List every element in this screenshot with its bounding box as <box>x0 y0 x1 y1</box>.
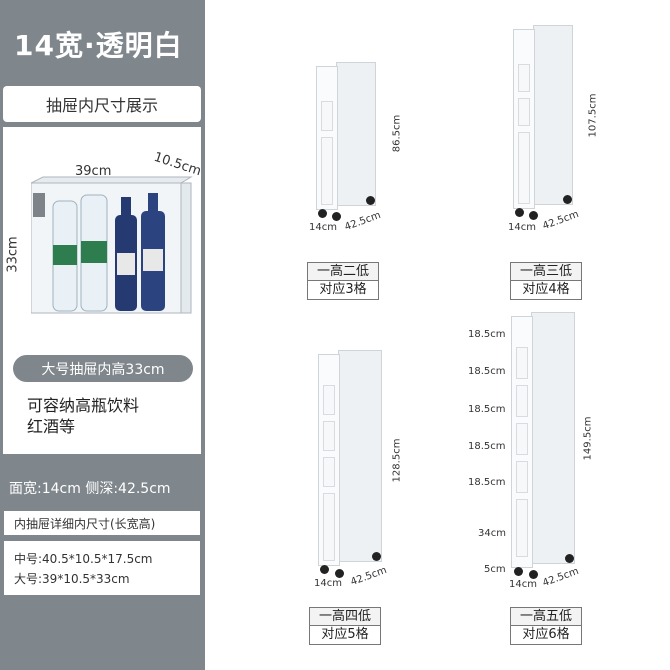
tier-label: 34cm <box>478 528 506 539</box>
height-label: 107.5cm <box>587 93 599 138</box>
left-panel: 14宽·透明白 抽屉内尺寸展示 39cm 10.5cm 33cm 大号抽屉内高3… <box>0 0 205 670</box>
drawer <box>323 493 335 561</box>
wheel <box>372 552 381 561</box>
tag-bottom: 对应6格 <box>522 627 570 642</box>
detail-title: 内抽屉详细内尺寸(长宽高) <box>4 511 200 535</box>
wheel <box>529 570 538 579</box>
unit-tag: 一高三低 对应4格 <box>510 262 582 300</box>
wheel <box>366 196 375 205</box>
drawer-height-pill: 大号抽屉内高33cm <box>13 355 193 382</box>
wheel <box>318 209 327 218</box>
drawer-height-label: 33cm <box>5 236 21 273</box>
tier-label: 18.5cm <box>468 366 506 377</box>
depth-label: 42.5cm <box>349 564 389 589</box>
tag-top: 一高二低 <box>308 263 378 281</box>
tag-bottom: 对应4格 <box>522 282 570 297</box>
width-label: 14cm <box>309 222 337 233</box>
drawer <box>516 385 528 417</box>
unit-tag: 一高二低 对应3格 <box>307 262 379 300</box>
tag-top: 一高三低 <box>511 263 581 281</box>
drawer-caption: 可容纳高瓶饮料 红酒等 <box>27 395 139 437</box>
width-label: 14cm <box>314 578 342 589</box>
drawer <box>516 423 528 455</box>
wheel <box>529 211 538 220</box>
section-label: 抽屉内尺寸展示 <box>3 86 201 122</box>
cabinet-side <box>336 62 376 206</box>
unit-tag: 一高五低 对应6格 <box>510 607 582 645</box>
drawer <box>518 64 530 92</box>
drawer <box>518 132 530 204</box>
tier-label: 18.5cm <box>468 441 506 452</box>
depth-label: 42.5cm <box>541 208 581 233</box>
wheel <box>515 208 524 217</box>
detail-medium: 中号:40.5*10.5*17.5cm <box>14 552 153 566</box>
face-dimensions: 面宽:14cm 侧深:42.5cm <box>9 481 171 497</box>
drawer <box>323 457 335 487</box>
height-label: 149.5cm <box>582 416 594 461</box>
drawer-with-bottles-image <box>31 176 193 314</box>
drawer <box>518 98 530 126</box>
wheel <box>335 569 344 578</box>
cabinet-front <box>511 316 533 568</box>
depth-label: 42.5cm <box>541 565 581 590</box>
product-title: 14宽·透明白 <box>14 29 183 62</box>
wheel <box>514 567 523 576</box>
width-label: 14cm <box>508 222 536 233</box>
cabinet-side <box>338 350 382 562</box>
tier-label: 18.5cm <box>468 404 506 415</box>
tag-bottom: 对应3格 <box>319 282 367 297</box>
drawer-card: 39cm 10.5cm 33cm 大号抽屉内高33cm 可容纳高瓶饮料 红酒等 <box>3 127 203 454</box>
width-label: 14cm <box>509 579 537 590</box>
cabinet-front <box>316 66 338 210</box>
tag-bottom: 对应5格 <box>321 627 369 642</box>
caption-line-1: 可容纳高瓶饮料 <box>27 396 140 415</box>
tag-top: 一高五低 <box>511 608 581 626</box>
wheel <box>565 554 574 563</box>
cabinet-front <box>318 354 340 566</box>
wheel <box>563 195 572 204</box>
detail-box: 中号:40.5*10.5*17.5cm 大号:39*10.5*33cm <box>4 541 200 595</box>
cabinet-side <box>531 312 575 564</box>
drawer-width-label: 39cm <box>75 164 112 179</box>
drawer <box>321 137 333 205</box>
height-label: 86.5cm <box>391 114 403 153</box>
drawer <box>516 461 528 493</box>
drawer <box>516 499 528 557</box>
wheel <box>332 212 341 221</box>
caption-line-2: 红酒等 <box>27 417 76 436</box>
drawer <box>321 101 333 131</box>
wheel <box>320 565 329 574</box>
cabinet-side <box>533 25 573 205</box>
height-label: 128.5cm <box>391 438 403 483</box>
unit-tag: 一高四低 对应5格 <box>309 607 381 645</box>
depth-label: 42.5cm <box>343 209 383 234</box>
tier-label: 18.5cm <box>468 477 506 488</box>
drawer <box>323 385 335 415</box>
drawer <box>323 421 335 451</box>
tier-label: 18.5cm <box>468 329 506 340</box>
cabinet-front <box>513 29 535 209</box>
tag-top: 一高四低 <box>310 608 380 626</box>
detail-large: 大号:39*10.5*33cm <box>14 572 130 586</box>
drawer <box>516 347 528 379</box>
tier-label: 5cm <box>484 564 506 575</box>
